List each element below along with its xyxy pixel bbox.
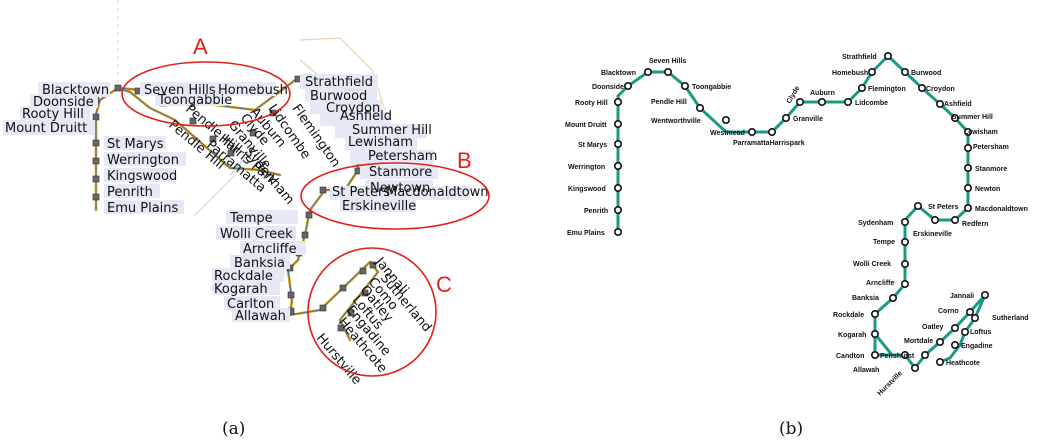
label-b-burwood: Burwood xyxy=(911,70,941,77)
callout-label-b: B xyxy=(457,148,472,173)
label-a-carlton: Carlton xyxy=(227,297,274,312)
callout-ellipses xyxy=(121,61,490,377)
label-b-heathcote: Heathcote xyxy=(946,360,980,367)
label-b-st-peters: St Peters xyxy=(928,204,958,211)
label-a-petersham: Petersham xyxy=(368,149,437,164)
label-b-rooty-hill: Rooty Hill xyxy=(575,100,608,107)
caption-b: (b) xyxy=(779,419,803,439)
label-b-seven-hills: Seven Hills xyxy=(649,58,686,65)
label-b-kingswood: Kingswood xyxy=(568,186,606,193)
label-b-granville: Granville xyxy=(793,116,823,123)
label-a-seven-hills: Seven Hills xyxy=(144,83,216,98)
label-b-summer-hill: Summer Hill xyxy=(952,114,993,121)
label-b-pendle-hill: Pendle Hill xyxy=(651,99,687,106)
label-b-kogarah: Kogarah xyxy=(838,332,866,339)
label-b-macdonaldtown: Macdonaldtown xyxy=(975,206,1028,213)
label-b-lidcombe: Lidcombe xyxy=(855,100,888,107)
label-b-sydenham: Sydenham xyxy=(858,220,893,227)
label-b-homebush: Homebush xyxy=(832,70,868,77)
label-b-hurstville: Hurstville xyxy=(876,370,904,398)
label-b-auburn: Auburn xyxy=(810,90,835,97)
label-a-stanmore: Stanmore xyxy=(369,165,432,180)
label-a-banksia: Banksia xyxy=(234,256,285,271)
label-b-stanmore: Stanmore xyxy=(975,166,1007,173)
label-a-werrington: Werrington xyxy=(107,153,179,168)
label-b-corno: Corno xyxy=(938,308,959,315)
label-b-werrington: Werrington xyxy=(568,164,605,171)
label-a-emu-plains: Emu Plains xyxy=(107,201,179,216)
label-b-st-marys: St Marys xyxy=(578,142,607,149)
label-b-arncliffe: Arncliffe xyxy=(866,280,895,287)
callout-ellipse-a xyxy=(121,61,291,127)
label-a-summer-hill: Summer Hill xyxy=(352,123,432,138)
label-a-doonside: Doonside xyxy=(33,95,94,110)
label-b-mortdale: Mortdale xyxy=(904,338,933,345)
label-a-wolli-creek: Wolli Creek xyxy=(220,227,293,242)
label-a-burwood: Burwood xyxy=(310,89,367,104)
label-b-wolli-creek: Wolli Creek xyxy=(853,261,891,268)
label-b-jannali: Jannali xyxy=(950,293,974,300)
label-b-ashfield: Ashfield xyxy=(944,101,972,108)
label-a-newtown: Newtown xyxy=(370,181,430,196)
callout-label-c: C xyxy=(436,272,452,297)
label-a-ashfield: Ashfield xyxy=(340,109,392,124)
label-a-mount-druitt: Mount Druitt xyxy=(5,121,87,136)
label-b-westmead: Westmead xyxy=(710,130,745,137)
label-b-oatley: Oatley xyxy=(922,324,944,331)
line-b-stations xyxy=(613,51,989,372)
label-b-newton: Newton xyxy=(975,186,1000,193)
label-b-strathfield: Strathfield xyxy=(842,54,877,61)
label-b-lewisham: Lewisham xyxy=(964,129,998,136)
line-a-labels: Blacktown Doonside Rooty Hill Mount Drui… xyxy=(3,74,489,388)
label-b-petersham: Petersham xyxy=(973,144,1009,151)
label-b-croydon: Croydon xyxy=(926,86,955,93)
label-a-kogarah: Kogarah xyxy=(214,282,268,297)
label-b-sutherland: Sutherland xyxy=(992,315,1029,322)
label-b-tempe: Tempe xyxy=(873,239,895,246)
label-b-penshurst: Penshurst xyxy=(880,353,915,360)
label-a-kingswood: Kingswood xyxy=(107,169,177,184)
label-a-st-marys: St Marys xyxy=(107,137,164,152)
label-a-blacktown: Blacktown xyxy=(42,83,109,98)
label-a-macdonaldtown: Macdonaldtown xyxy=(386,185,489,200)
label-b-flemington: Flemington xyxy=(868,86,906,93)
label-a-rockdale: Rockdale xyxy=(214,269,273,284)
label-b-rockdale: Rockdale xyxy=(833,312,864,319)
panel-b-map: Blacktown Seven Hills Doonside Toongabbi… xyxy=(565,51,1029,439)
label-b-allawah: Allawah xyxy=(853,367,879,374)
label-b-mount-druitt: Mount Druitt xyxy=(565,122,607,129)
label-b-erskineville: Erskineville xyxy=(913,231,952,238)
label-b-redfern: Redfern xyxy=(962,221,988,228)
caption-a: (a) xyxy=(222,419,245,439)
panel-a-map: Blacktown Doonside Rooty Hill Mount Drui… xyxy=(3,0,490,439)
label-a-lewisham: Lewisham xyxy=(348,135,413,150)
label-b-engadine: Engadine xyxy=(961,343,993,350)
label-b-wentworthville: Wentworthville xyxy=(651,118,701,125)
label-a-allawah: Allawah xyxy=(235,309,286,324)
label-a-croydon: Croydon xyxy=(326,101,380,116)
label-b-candton: Candton xyxy=(836,353,864,360)
label-a-penrith: Penrith xyxy=(107,185,153,200)
label-b-toongabbie: Toongabbie xyxy=(692,84,731,91)
label-a-homebush: Homebush xyxy=(218,83,288,98)
callout-ellipse-b xyxy=(300,162,490,230)
label-b-blacktown: Blacktown xyxy=(601,70,636,77)
label-b-penrith: Penrith xyxy=(584,208,608,215)
label-b-banksia: Banksia xyxy=(852,295,879,302)
label-a-rooty-hill: Rooty Hill xyxy=(22,107,84,122)
line-b-labels: Blacktown Seven Hills Doonside Toongabbi… xyxy=(565,54,1029,397)
label-a-tempe: Tempe xyxy=(229,211,273,226)
callout-ellipse-c xyxy=(307,247,437,377)
label-a-toongabbie: Toongabbie xyxy=(157,93,232,108)
label-b-loftus: Loftus xyxy=(970,329,991,336)
label-b-emu-plains: Emu Plains xyxy=(567,230,605,237)
callout-label-a: A xyxy=(193,34,208,59)
label-a-arncliffe: Arncliffe xyxy=(243,242,297,257)
label-b-doonside: Doonside xyxy=(592,84,624,91)
label-a-st-peters: St Peters xyxy=(332,185,390,200)
label-a-strathfield: Strathfield xyxy=(305,75,373,90)
label-b-parramatta-harrispark: ParramattaHarrispark xyxy=(733,140,805,147)
label-a-erskineville: Erskineville xyxy=(342,199,416,214)
